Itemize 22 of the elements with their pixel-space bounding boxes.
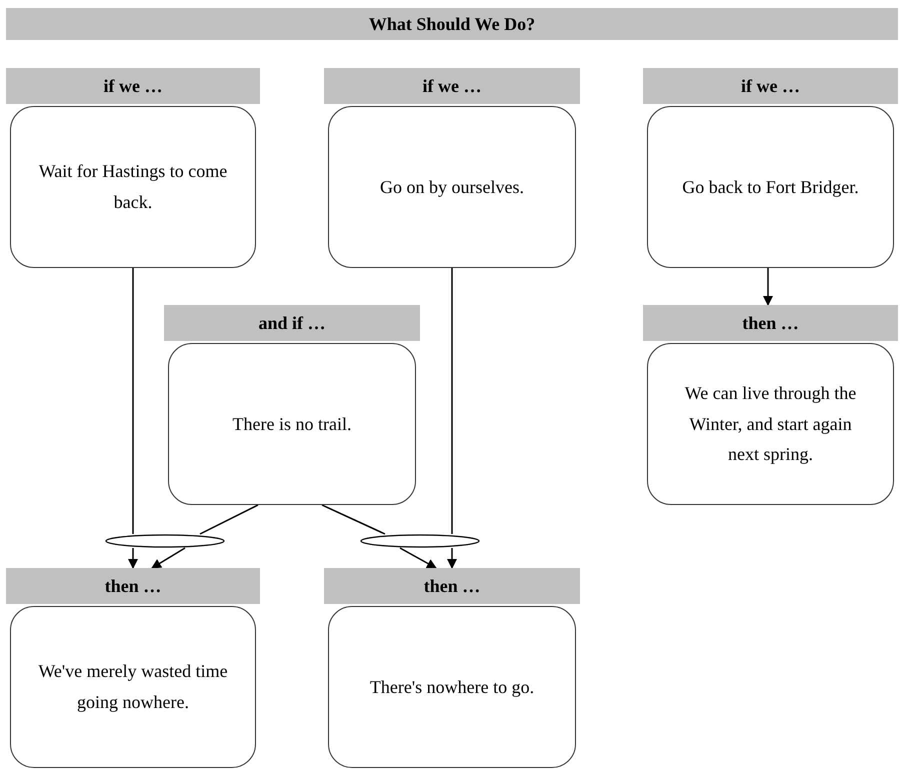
box-text: Go on by ourselves. [380,176,524,199]
box-text: We've merely wasted time going nowhere. [37,660,229,714]
box-text: We can live through the Winter, and start again next spring. [684,382,858,466]
header-bar: then … [324,568,580,604]
box-text: There's nowhere to go. [370,676,534,699]
header-bar: if we … [6,68,260,104]
box-text: Go back to Fort Bridger. [682,176,859,199]
box-text: There is no trail. [232,412,352,436]
arrow [400,547,437,569]
header-bar: then … [643,305,898,341]
header-bar: and if … [164,305,420,341]
header-bar: if we … [643,68,898,104]
junction-ellipse [105,534,225,548]
box-text: Wait for Hastings to come back. [38,160,228,214]
arrow [151,547,186,569]
title-bar: What Should We Do? [6,8,898,40]
junction-ellipse [360,534,480,548]
header-bar: then … [6,568,260,604]
arrow [447,548,457,569]
arrow [128,548,138,569]
header-bar: if we … [324,68,580,104]
arrow [763,268,773,306]
